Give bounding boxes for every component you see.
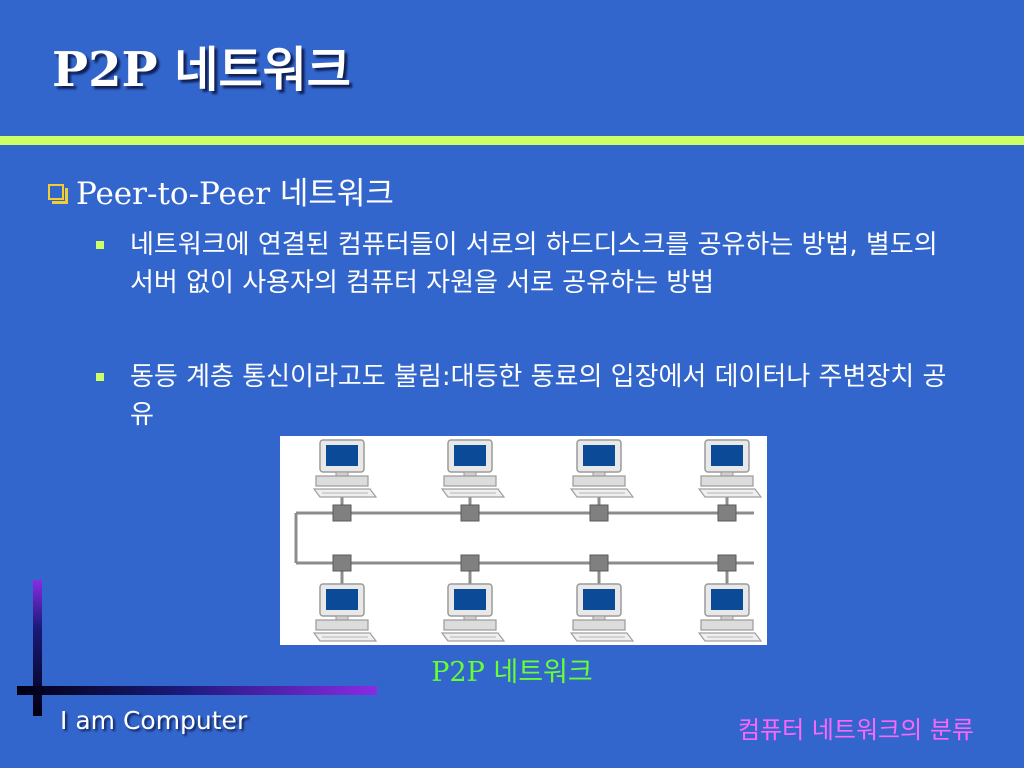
network-node [332,504,352,522]
main-bullet-text: Peer-to-Peer 네트워크 [76,176,394,212]
network-node [589,504,609,522]
checkbox-square-icon [48,181,68,204]
square-bullet-icon [96,241,104,249]
computer-icon [441,583,505,642]
sub-bullet: 네트워크에 연결된 컴퓨터들이 서로의 하드디스크를 공유하는 방법, 별도의 … [96,226,966,302]
network-node [717,504,737,522]
computer-icon [313,439,377,498]
network-node [717,554,737,572]
slide-title: P2P 네트워크 [52,42,351,98]
title-divider [0,136,1024,145]
decorative-vertical-bar [33,580,42,716]
computer-icon [570,583,634,642]
sub-bullet-text: 동등 계층 통신이라고도 불림:대등한 동료의 입장에서 데이터나 주변장치 공… [130,362,947,430]
network-node [460,504,480,522]
sub-bullet: 동등 계층 통신이라고도 불림:대등한 동료의 입장에서 데이터나 주변장치 공… [96,358,966,434]
p2p-network-diagram [280,436,767,645]
computer-icon [441,439,505,498]
main-bullet: Peer-to-Peer 네트워크 [48,168,394,213]
sub-bullet-text: 네트워크에 연결된 컴퓨터들이 서로의 하드디스크를 공유하는 방법, 별도의 … [130,230,938,298]
network-node [460,554,480,572]
computer-icon [698,583,762,642]
network-node [332,554,352,572]
network-node [589,554,609,572]
footer-left-text: I am Computer [60,706,248,735]
footer-right-text: 컴퓨터 네트워크의 분류 [737,716,974,744]
square-bullet-icon [96,373,104,381]
computer-icon [313,583,377,642]
diagram-caption: P2P 네트워크 [431,657,593,688]
computer-icon [570,439,634,498]
decorative-horizontal-bar [17,686,377,695]
computer-icon [698,439,762,498]
